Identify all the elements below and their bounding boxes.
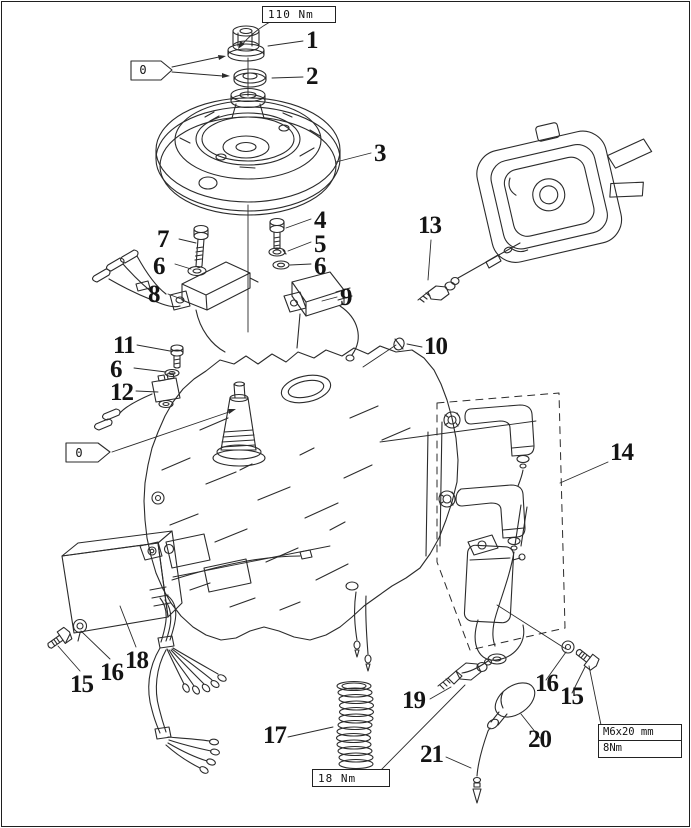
engine-block bbox=[143, 345, 459, 641]
bolt-spec-callout: M6x20 mm 8Nm bbox=[598, 724, 682, 758]
flywheel bbox=[155, 87, 341, 216]
bolt-spec-torque: 8Nm bbox=[603, 742, 622, 754]
part-label-8: 8 bbox=[148, 281, 160, 308]
corrugated-tube-17 bbox=[335, 680, 375, 770]
part-label-9: 9 bbox=[340, 284, 352, 311]
washer-16-bottom-right bbox=[561, 640, 575, 654]
part-label-5: 5 bbox=[314, 231, 326, 258]
torque-callout-oil-pressure-switch: 18 Nm bbox=[312, 769, 390, 787]
part-label-21: 21 bbox=[420, 741, 444, 768]
spark-plug-caps bbox=[438, 404, 535, 647]
part-label-20: 20 bbox=[528, 726, 552, 753]
part-label-13: 13 bbox=[418, 212, 442, 239]
part-label-7: 7 bbox=[157, 226, 169, 253]
bolt-15-bottom-right bbox=[575, 648, 600, 671]
part-label-12: 12 bbox=[110, 379, 134, 406]
grease-tag-middle bbox=[65, 409, 236, 463]
washer-6-left bbox=[187, 265, 207, 277]
ignition-assembly-boundary-14 bbox=[436, 392, 566, 651]
bolt-4 bbox=[269, 217, 285, 250]
part-label-1: 1 bbox=[306, 27, 318, 54]
lead-wire-21 bbox=[472, 730, 489, 804]
washer-6-middle bbox=[164, 368, 180, 378]
coil-lead-connectors bbox=[92, 249, 226, 353]
charge-coil-8 bbox=[169, 261, 259, 311]
screw-11 bbox=[170, 344, 184, 369]
grease-tag-top bbox=[130, 55, 230, 81]
part-label-6-middle: 6 bbox=[110, 356, 122, 383]
part-label-3: 3 bbox=[374, 140, 386, 167]
leader-lines bbox=[57, 40, 609, 772]
part-label-18: 18 bbox=[125, 647, 149, 674]
woodruff-key-10 bbox=[393, 337, 405, 351]
grommet-20 bbox=[487, 682, 536, 732]
part-label-15-bottom-left: 15 bbox=[70, 671, 94, 698]
part-label-16-bottom-right: 16 bbox=[535, 670, 559, 697]
wiring-harness bbox=[148, 549, 313, 774]
cdi-unit-18 bbox=[61, 530, 183, 643]
washer-6-right bbox=[272, 260, 290, 270]
washer-16-bottom-left bbox=[72, 618, 88, 634]
part-label-2: 2 bbox=[306, 63, 318, 90]
part-label-6-left: 6 bbox=[153, 253, 165, 280]
part-label-4: 4 bbox=[314, 207, 326, 234]
bolt-7 bbox=[193, 224, 209, 269]
bolt-spec-size: M6x20 mm bbox=[599, 725, 681, 741]
part-label-17: 17 bbox=[263, 722, 287, 749]
torque-callout-flywheel-nut: 110 Nm bbox=[262, 6, 336, 23]
bolt-15-bottom-left bbox=[47, 626, 73, 649]
flywheel-washer bbox=[233, 68, 267, 88]
grease-tag-middle-label: 0 bbox=[75, 446, 83, 460]
block-lead-wires bbox=[353, 591, 372, 672]
part-label-16-bottom-left: 16 bbox=[100, 659, 124, 686]
part-label-14: 14 bbox=[610, 439, 634, 466]
crankshaft-taper bbox=[212, 381, 266, 467]
sensor-coil-12 bbox=[94, 372, 181, 431]
part-label-6-right: 6 bbox=[314, 253, 326, 280]
pulser-coil-9 bbox=[283, 271, 359, 362]
part-label-10: 10 bbox=[424, 333, 448, 360]
grease-tag-top-label: 0 bbox=[139, 63, 147, 77]
sensor-13 bbox=[417, 242, 521, 303]
part-label-11: 11 bbox=[113, 332, 136, 359]
part-label-15-bottom-right: 15 bbox=[560, 683, 584, 710]
electrical-box-cover bbox=[476, 122, 653, 263]
oil-pressure-switch-19 bbox=[437, 658, 493, 690]
part-label-19: 19 bbox=[402, 687, 426, 714]
flywheel-nut bbox=[227, 25, 265, 62]
lock-washer-5 bbox=[268, 247, 287, 257]
ignition-coil-main bbox=[461, 504, 528, 674]
